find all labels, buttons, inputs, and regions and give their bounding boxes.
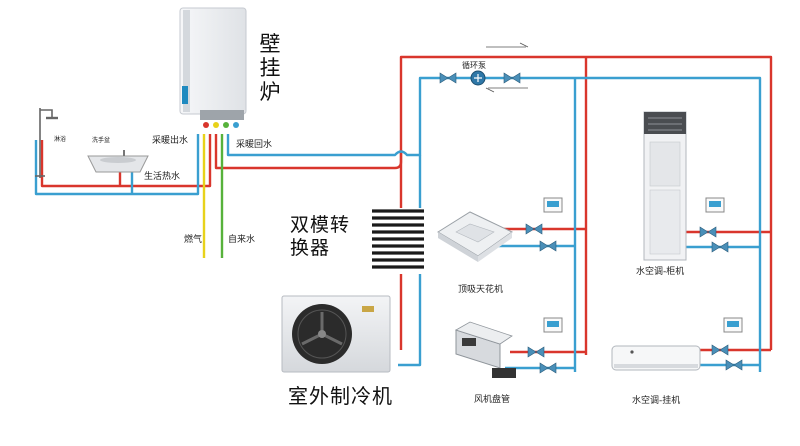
converter-title-text: 双模转换器 xyxy=(290,214,351,259)
valves xyxy=(439,72,743,374)
converter-title: 双模转换器 xyxy=(290,214,354,260)
valve-icon xyxy=(711,241,729,253)
cold-pipe-shower xyxy=(34,134,200,196)
shower-icon xyxy=(35,108,58,178)
thermostats xyxy=(543,197,743,333)
valve-icon xyxy=(539,362,557,374)
flow-arrows xyxy=(485,42,529,93)
converter-icon xyxy=(370,208,426,274)
heating-return-label: 采暖回水 xyxy=(236,140,273,150)
circulation-pump-label: 循环泵 xyxy=(462,61,486,70)
valve-icon xyxy=(539,240,557,252)
valve-icon xyxy=(527,346,545,358)
basin-icon xyxy=(87,150,149,173)
shower-label: 淋浴 xyxy=(54,136,67,143)
thermostat-icon xyxy=(723,317,743,333)
valve-icon xyxy=(711,344,729,356)
outdoor-unit-icon xyxy=(281,295,391,373)
pump-icon xyxy=(470,70,486,86)
heating-supply-label: 采暖出水 xyxy=(152,136,189,146)
cold-pipe-main xyxy=(226,76,762,372)
fan-coil-label: 风机盘管 xyxy=(474,395,511,405)
ceiling-cassette-label: 顶吸天花机 xyxy=(458,285,504,295)
hot-pipe-shower xyxy=(40,134,212,188)
thermostat-icon xyxy=(543,197,563,213)
gas-water-pipes xyxy=(202,134,224,258)
floor-cabinet-label: 水空调-柜机 xyxy=(636,267,685,277)
gas-label: 燃气 xyxy=(184,235,203,245)
boiler-title: 壁挂炉 xyxy=(259,32,281,104)
basin-label: 洗手盆 xyxy=(92,137,111,144)
floor-ac-icon xyxy=(643,111,687,261)
outdoor-unit-title: 室外制冷机 xyxy=(288,384,393,408)
tap-water-label: 自来水 xyxy=(228,235,256,245)
thermostat-icon xyxy=(705,197,725,213)
valve-icon xyxy=(439,72,457,84)
wall-boiler-icon xyxy=(179,7,247,128)
domestic-hot-water-label: 生活热水 xyxy=(144,172,181,182)
valve-icon xyxy=(503,72,521,84)
valve-icon xyxy=(525,223,543,235)
valve-icon xyxy=(699,226,717,238)
valve-icon xyxy=(725,359,743,371)
cassette-ac-icon xyxy=(437,211,513,262)
fan-coil-icon xyxy=(455,321,516,378)
wall-ac-icon xyxy=(611,345,701,371)
flow-arrow-icon xyxy=(485,87,528,93)
wall-unit-label: 水空调-挂机 xyxy=(632,396,681,406)
thermostat-icon xyxy=(543,317,563,333)
flow-arrow-icon xyxy=(486,42,529,48)
